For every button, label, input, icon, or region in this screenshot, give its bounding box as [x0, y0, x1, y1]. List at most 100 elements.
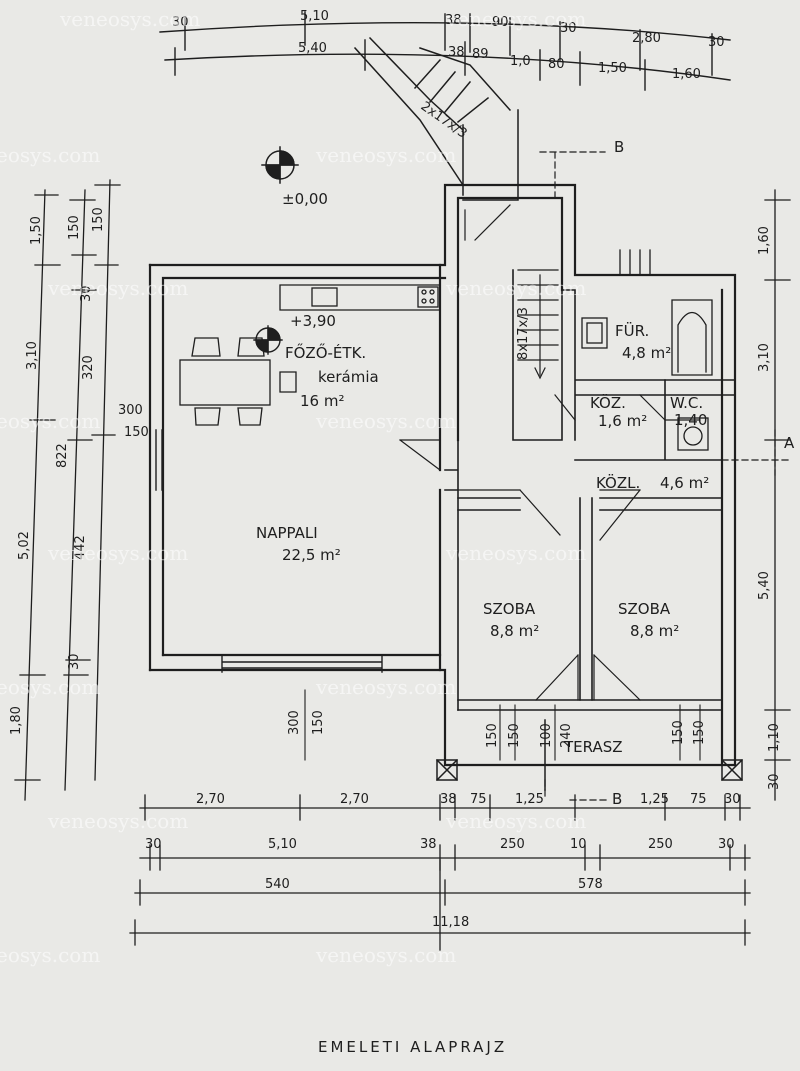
dim-b1-1: 2,70 [196, 792, 225, 807]
wm4-bottom: 240 [559, 723, 574, 748]
wm2-bottom: 150 [124, 425, 149, 440]
dim-m-7: 30 [67, 653, 82, 670]
bath-name: FÜR. [615, 321, 649, 340]
dim-b1-4: 75 [470, 792, 487, 807]
dim-top-5: 30 [560, 21, 577, 36]
kitchen-area: 16 m² [300, 392, 344, 410]
dim-l-3: 5,02 [17, 531, 32, 560]
room2-area: 8,8 m² [630, 622, 679, 640]
dim-m-1: 150 [67, 215, 82, 240]
kitchen-height: +3,90 [290, 312, 336, 330]
section-mark-right: A [784, 434, 795, 452]
dim-top-3: 38 [445, 13, 462, 28]
watermark: veneosys.com [0, 143, 100, 167]
dim-l-2: 3,10 [25, 341, 40, 370]
wm3-top: 150 [485, 723, 500, 748]
hall-name: KÖZ. [590, 393, 626, 412]
stair-label: 8x17x/3 [516, 307, 531, 360]
watermark: veneosys.com [315, 675, 456, 699]
terrace-name: TERASZ [563, 738, 623, 756]
watermark: veneosys.com [0, 675, 100, 699]
dim-b2-4: 250 [500, 837, 525, 852]
watermark: veneosys.com [315, 409, 456, 433]
inner-stair [464, 204, 559, 380]
kitchen-name: FŐZŐ-ÉTK. [285, 342, 366, 362]
room1-area: 8,8 m² [490, 622, 539, 640]
dim-top2-7: 1,60 [672, 67, 701, 82]
wc-area: 1,40 [674, 411, 707, 429]
dim-r-4: 1,10 [767, 723, 782, 752]
dim-top-6: 2,80 [632, 31, 661, 46]
wm5-top: 150 [671, 720, 686, 745]
dim-b1-8: 30 [724, 792, 741, 807]
kitchen-counter [279, 284, 441, 311]
section-line-bottom [544, 779, 611, 801]
corridor-area: 4,6 m² [660, 474, 709, 492]
dim-b1-2: 2,70 [340, 792, 369, 807]
wm1-bottom: 150 [311, 710, 326, 735]
room2-name: SZOBA [618, 600, 671, 618]
wm3-bottom: 150 [507, 723, 522, 748]
living-name: NAPPALI [256, 524, 318, 542]
watermarks: veneosys.com veneosys.com veneosys.com v… [0, 7, 586, 967]
level-marker [261, 146, 299, 184]
dim-b2-2: 5,10 [268, 837, 297, 852]
hall-area: 1,6 m² [598, 412, 647, 430]
drawing-title: EMELETI ALAPRAJZ [318, 1038, 507, 1056]
wm2-top: 300 [118, 403, 143, 418]
dining-table [179, 337, 297, 426]
wm1-top: 300 [287, 710, 302, 735]
window-ticks [304, 689, 701, 761]
dim-l-4: 1,80 [9, 706, 24, 735]
dim-l-1: 1,50 [29, 216, 44, 245]
door-swings [399, 394, 701, 701]
dim-m-6: 442 [73, 535, 88, 560]
corridor-name: KÖZL. [596, 473, 640, 492]
watermark: veneosys.com [445, 276, 586, 300]
upper-stair [353, 36, 519, 201]
dim-r-5: 30 [767, 773, 782, 790]
dim-top2-6: 1,50 [598, 61, 627, 76]
wm4-top: 100 [539, 723, 554, 748]
watermark: veneosys.com [445, 809, 586, 833]
watermark: veneosys.com [445, 541, 586, 565]
dim-total-right: 578 [578, 877, 603, 892]
wc-name: W.C. [670, 394, 703, 412]
dim-b2-5: 10 [570, 837, 587, 852]
dim-b2-6: 250 [648, 837, 673, 852]
dim-r-2: 3,10 [757, 343, 772, 372]
dim-top2-3: 89 [472, 47, 489, 62]
living-window [221, 654, 383, 673]
dim-top-4: 90 [492, 15, 509, 30]
dim-top-1: 30 [172, 15, 189, 30]
dim-top2-2: 38 [448, 45, 465, 60]
dim-b1-5: 1,25 [515, 792, 544, 807]
watermark: veneosys.com [47, 276, 188, 300]
dim-b2-3: 38 [420, 837, 437, 852]
dim-b1-3: 38 [440, 792, 457, 807]
dim-b2-7: 30 [718, 837, 735, 852]
watermark: veneosys.com [315, 943, 456, 967]
section-line-right [721, 429, 791, 476]
watermark: veneosys.com [47, 809, 188, 833]
dim-top-2: 5,10 [300, 9, 329, 24]
bath-area: 4,8 m² [622, 344, 671, 362]
kitchen-floor: kerámia [318, 368, 379, 386]
dim-top-7: 30 [708, 35, 725, 50]
dim-total-left: 540 [265, 877, 290, 892]
dim-m-2: 150 [91, 207, 106, 232]
left-window [155, 429, 163, 491]
bottom-dimension-lines [129, 794, 751, 951]
room1-name: SZOBA [483, 600, 536, 618]
watermark: veneosys.com [0, 943, 100, 967]
section-mark-bottom: B [612, 790, 622, 808]
level-mark: ±0,00 [282, 190, 328, 208]
dim-m-5: 30 [79, 285, 94, 302]
section-line-top [539, 151, 606, 201]
terrace [435, 719, 744, 791]
dim-total-all: 11,18 [432, 915, 469, 930]
top-dimension-lines [159, 11, 731, 91]
dim-r-1: 1,60 [757, 226, 772, 255]
